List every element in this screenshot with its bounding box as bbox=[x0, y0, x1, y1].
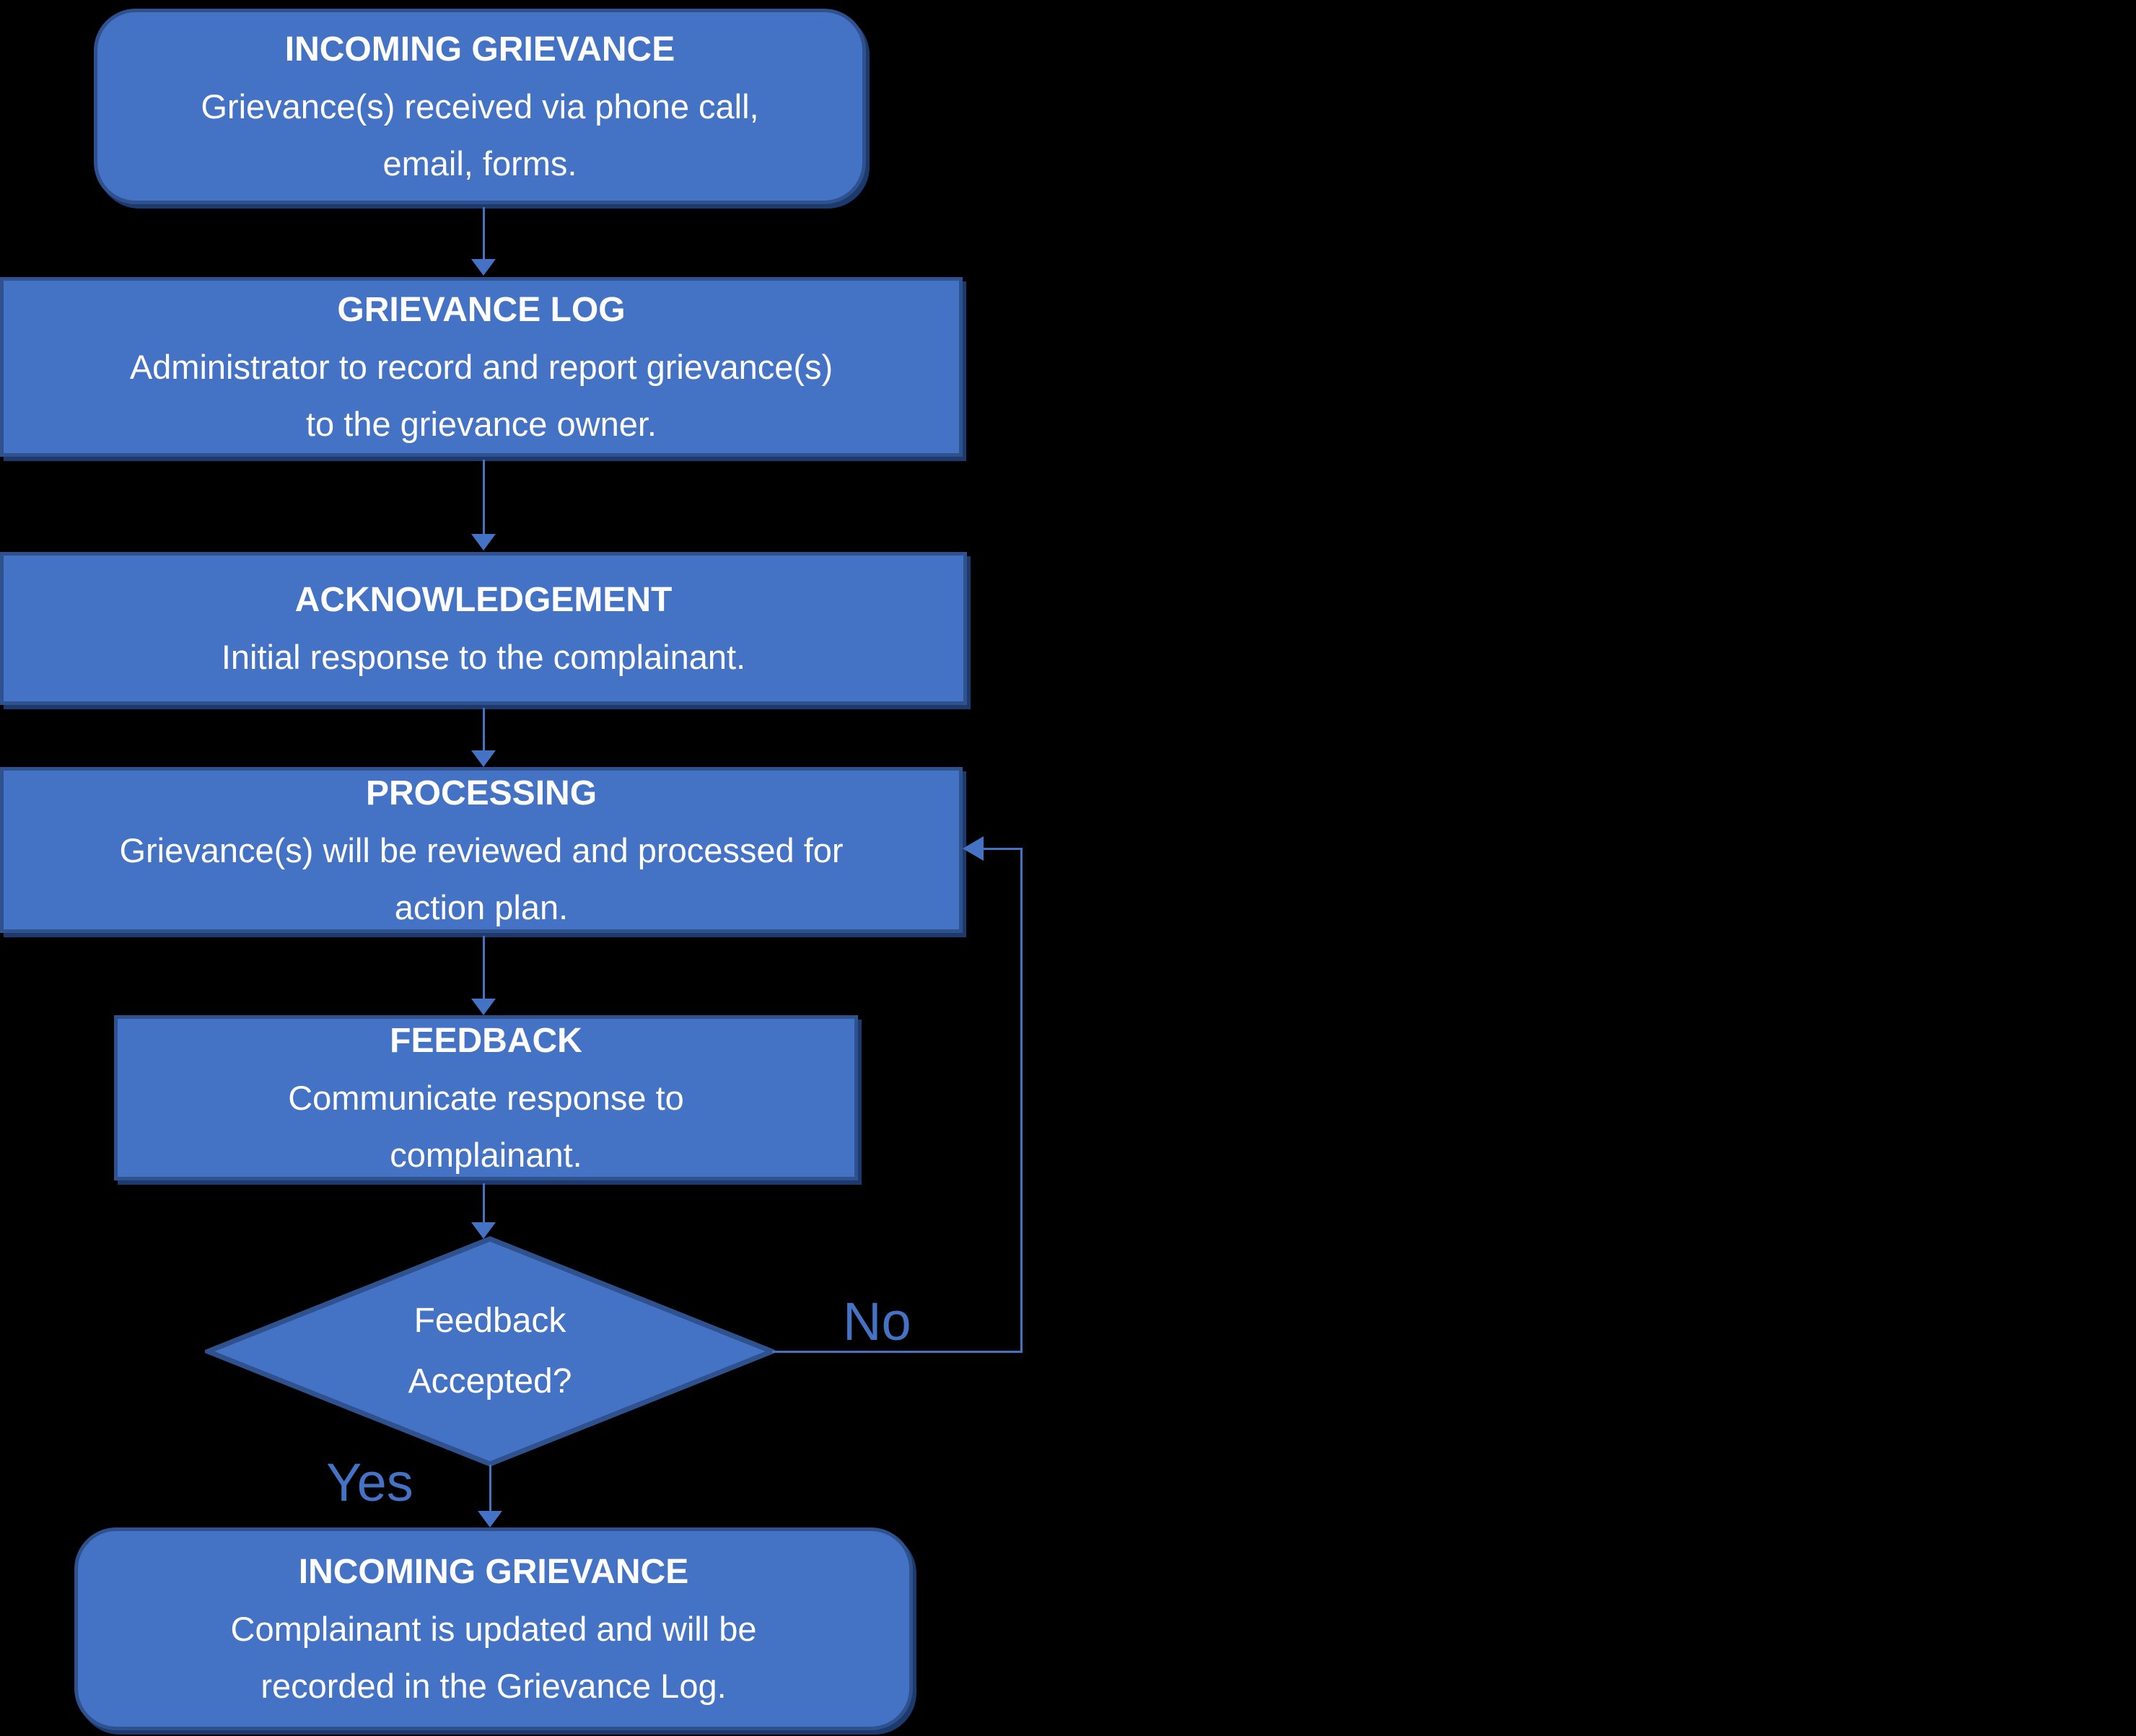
arrowhead-log-to-ack bbox=[471, 534, 496, 551]
node-body: Administrator to record and report griev… bbox=[129, 348, 833, 443]
connector-no-vertical bbox=[1020, 848, 1023, 1353]
node-incoming-grievance-end: INCOMING GRIEVANCE Complainant is update… bbox=[74, 1527, 913, 1730]
connector-processing-to-feedback bbox=[483, 936, 485, 999]
node-body: Grievance(s) will be reviewed and proces… bbox=[119, 830, 844, 926]
node-body: Communicate response to complainant. bbox=[288, 1079, 684, 1174]
node-title: ACKNOWLEDGEMENT bbox=[294, 581, 673, 619]
node-title: PROCESSING bbox=[365, 773, 598, 812]
label-yes: Yes bbox=[326, 1452, 413, 1512]
node-body: Grievance(s) received via phone call, em… bbox=[201, 87, 759, 183]
arrowhead-processing-to-feedback bbox=[471, 999, 496, 1015]
node-body: Complainant is updated and will be recor… bbox=[230, 1610, 757, 1705]
arrowhead-ack-to-processing bbox=[471, 750, 496, 767]
node-processing: PROCESSING Grievance(s) will be reviewed… bbox=[0, 767, 963, 933]
label-no: No bbox=[843, 1292, 911, 1351]
node-feedback: FEEDBACK Communicate response to complai… bbox=[114, 1015, 858, 1180]
arrowhead-no-into-processing bbox=[963, 836, 984, 861]
connector-feedback-to-decision bbox=[483, 1183, 485, 1222]
node-title: INCOMING GRIEVANCE bbox=[298, 1553, 689, 1591]
arrowhead-start-to-log bbox=[471, 259, 496, 276]
node-incoming-grievance-start: INCOMING GRIEVANCE Grievance(s) received… bbox=[94, 9, 866, 204]
node-body: Initial response to the complainant. bbox=[221, 638, 746, 676]
decision-diamond-shape bbox=[205, 1236, 775, 1467]
connector-no-horizontal bbox=[772, 1351, 1023, 1353]
node-grievance-log: GRIEVANCE LOG Administrator to record an… bbox=[0, 277, 963, 457]
connector-start-to-log bbox=[483, 207, 485, 259]
decision-diamond-text: Feedback Accepted? bbox=[408, 1302, 572, 1400]
decision-diamond-polygon bbox=[205, 1236, 775, 1467]
connector-no-into-processing bbox=[983, 848, 1023, 850]
connector-ack-to-processing bbox=[483, 708, 485, 750]
node-title: INCOMING GRIEVANCE bbox=[284, 30, 675, 69]
connector-log-to-ack bbox=[483, 460, 485, 534]
connector-yes-to-end bbox=[489, 1465, 491, 1511]
arrowhead-yes-to-end bbox=[478, 1511, 502, 1527]
node-title: FEEDBACK bbox=[390, 1022, 582, 1060]
node-title: GRIEVANCE LOG bbox=[337, 291, 626, 329]
node-acknowledgement: ACKNOWLEDGEMENT Initial response to the … bbox=[0, 552, 967, 705]
arrowhead-feedback-to-decision bbox=[471, 1222, 496, 1239]
